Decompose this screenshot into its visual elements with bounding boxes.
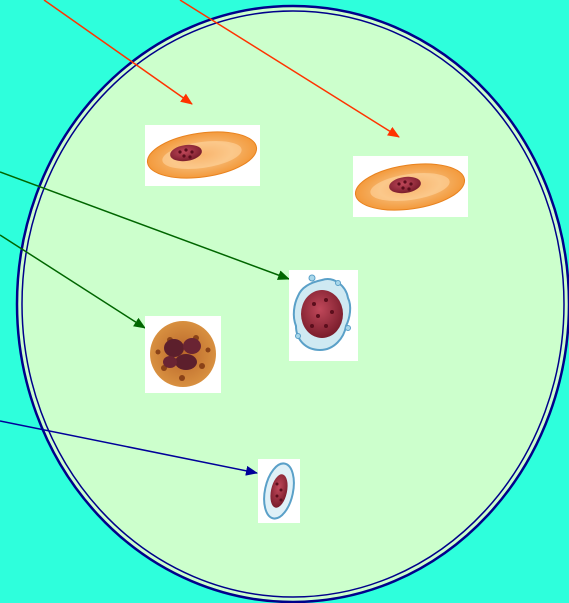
thrombocyte-cell bbox=[258, 459, 300, 523]
erythrocyte-cell-1 bbox=[144, 125, 260, 186]
granulocyte-cell bbox=[145, 316, 221, 393]
erythrocyte-cell-2 bbox=[352, 156, 468, 217]
lymphocyte-cell bbox=[289, 270, 358, 361]
